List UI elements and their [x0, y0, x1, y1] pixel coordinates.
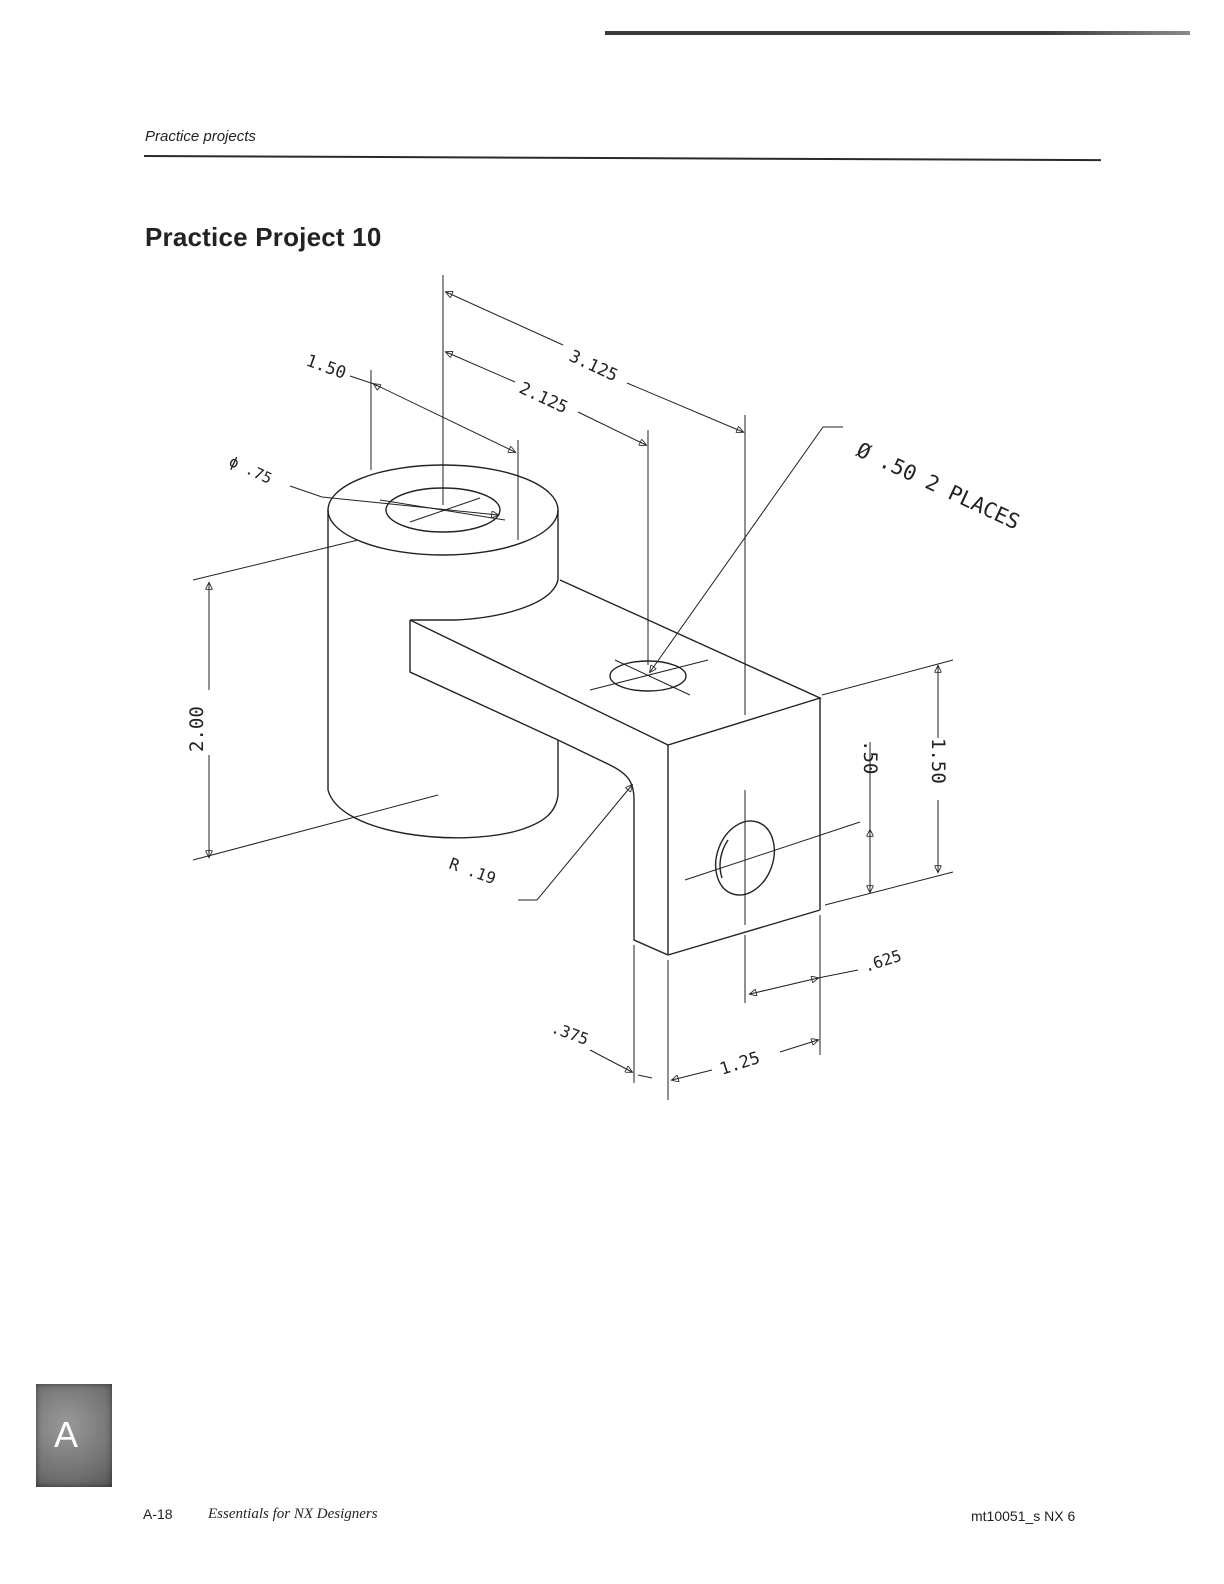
arm-front-edge: [409, 620, 559, 741]
dimension-lines: [209, 292, 938, 1080]
dim-3125-label: 3.125: [566, 346, 621, 386]
appendix-letter: A: [54, 1414, 79, 1455]
block-hole-inner: [719, 839, 729, 879]
dim-150-top-line: [349, 375, 515, 452]
boss-to-arm-curve: [410, 579, 559, 621]
footer-book-title: Essentials for NX Designers: [208, 1506, 378, 1522]
footer-doc-code: mt10051_s NX 6: [971, 1508, 1076, 1524]
footer-page-number: A-18: [143, 1506, 173, 1522]
arm-top-face: [409, 579, 822, 746]
appendix-tab: A: [36, 1384, 112, 1487]
block-bottom: [667, 909, 821, 956]
radius-label: R .19: [447, 854, 499, 888]
block-inner-left: [633, 800, 669, 956]
dim-2125-line: [446, 352, 646, 445]
dim-0625-label: .625: [861, 946, 904, 976]
dimension-labels: 3.125 2.125 1.50 ϕ .75 Ø .50 2 PLACES 2.…: [186, 346, 1023, 1079]
hole-note-label: Ø .50 2 PLACES: [853, 438, 1024, 535]
dim-150-top-label: 1.50: [303, 351, 348, 384]
top-scan-rule: [605, 31, 1190, 35]
radius-leader: [518, 785, 632, 901]
dim-050-label: .50: [859, 740, 881, 774]
arm-hole-ellipse: [609, 660, 687, 692]
block-hole-ellipse: [714, 820, 776, 896]
hole-note-leader: [650, 426, 843, 672]
dim-125-line: [672, 1040, 818, 1080]
extension-lines: [192, 275, 954, 1100]
dim-125-label: 1.25: [717, 1048, 762, 1080]
dim-0375-line: [589, 1049, 632, 1072]
dim-200-label: 2.00: [186, 706, 208, 752]
running-header: Practice projects: [145, 128, 256, 145]
dia75-label: ϕ .75: [226, 452, 275, 487]
page-title: Practice Project 10: [145, 222, 382, 252]
dim-150-right-label: 1.50: [927, 738, 949, 784]
boss-bottom-curve: [327, 740, 559, 839]
dim-0375-label: .375: [549, 1018, 592, 1049]
dia75-leader: [289, 485, 498, 515]
center-lines: [379, 497, 861, 925]
dim-2125-label: 2.125: [516, 378, 571, 418]
arm-underside-to-fillet: [557, 739, 635, 801]
dim-0625-line: [750, 978, 818, 994]
part-geometry: [327, 464, 822, 956]
